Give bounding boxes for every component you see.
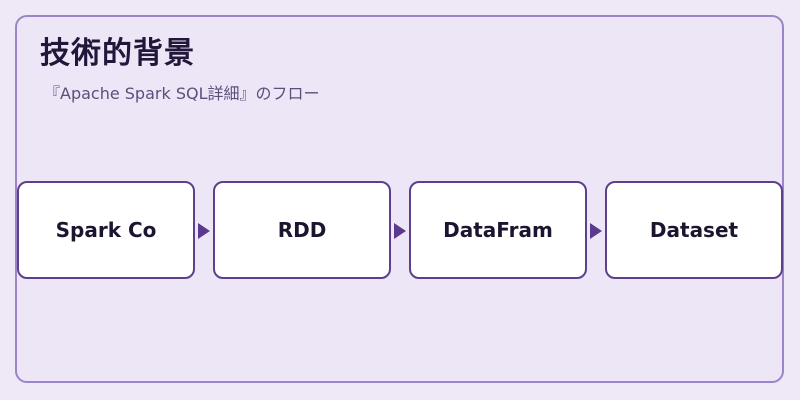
flow-node-dataset: Dataset: [605, 181, 783, 279]
page-subtitle: 『Apache Spark SQL詳細』のフロー: [44, 84, 320, 103]
flow-arrow-right-icon: [590, 223, 602, 239]
flow-node-spark-core: Spark Co: [17, 181, 195, 279]
flow-node-dataframe: DataFram: [409, 181, 587, 279]
flow-node-label: Dataset: [649, 218, 739, 242]
flow-node-label: DataFram: [443, 218, 553, 242]
flow-node-rdd: RDD: [213, 181, 391, 279]
page-title: 技術的背景: [40, 36, 195, 71]
flow-node-label: Spark Co: [55, 218, 157, 242]
flow-arrow-right-icon: [198, 223, 210, 239]
flow-node-label: RDD: [277, 218, 327, 242]
flow-arrow-right-icon: [394, 223, 406, 239]
